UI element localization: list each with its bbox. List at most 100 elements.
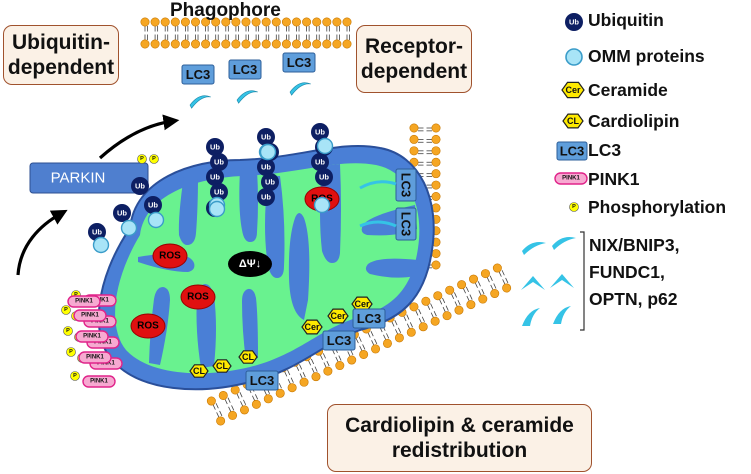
phosphate (149, 154, 159, 164)
lipid-head (230, 385, 240, 395)
omm-protein (316, 137, 334, 155)
lc3-label: LC3 (233, 62, 258, 77)
lipid-head (231, 17, 241, 27)
ubiquitin-label: Ub (92, 228, 102, 237)
lipid-head (241, 17, 251, 27)
legend-receptor-icon (550, 274, 574, 288)
lipid-head (454, 305, 464, 315)
lipid-head (201, 17, 211, 27)
lipid-head (261, 39, 271, 49)
ubiquitin-dependent-line2: dependent (7, 56, 115, 79)
receptor-link-1 (359, 180, 397, 190)
lc3-label: LC3 (560, 144, 585, 159)
lipid-head (312, 17, 322, 27)
parkin (29, 162, 149, 194)
pink1-protein (73, 309, 107, 322)
lipid-head (150, 39, 160, 49)
cardiolipin-2-label: CL (216, 361, 228, 371)
lc3-bottom-2 (352, 308, 386, 329)
lipid-head (251, 399, 261, 409)
lipid-head (211, 17, 221, 27)
lipid-head (431, 249, 441, 259)
lipid-head (302, 17, 312, 27)
lipid-head (409, 146, 419, 156)
legend-ubiquitin-label: Ubiquitin (588, 10, 664, 30)
lipid-head (271, 17, 281, 27)
lipid-head (418, 322, 428, 332)
lipid-head (291, 39, 301, 49)
ubiquitin-label: Ub (315, 158, 325, 167)
pink1-label: PINK1 (83, 334, 101, 340)
ubiquitin (315, 168, 333, 186)
phosphate (137, 154, 147, 164)
lipid-head (170, 39, 180, 49)
lc3-label: LC3 (287, 55, 312, 70)
phosphate (569, 202, 579, 212)
lipid-head (281, 17, 291, 27)
ubiquitin (261, 173, 279, 191)
ubiquitin-label: Ub (148, 201, 158, 210)
lipid-head (431, 260, 441, 270)
receptor-chain-3 (289, 82, 311, 96)
ubiquitin (88, 223, 106, 241)
phosphate-label: P (140, 156, 144, 162)
lipid-head (211, 39, 221, 49)
lipid-head (457, 280, 467, 290)
ros-label: ROS (187, 292, 209, 303)
pink1-protein (78, 351, 112, 364)
lipid-head (347, 355, 357, 365)
lipid-head (323, 366, 333, 376)
ceramide-1 (301, 319, 323, 335)
lc3-top-1 (181, 64, 215, 85)
phosphate-label: P (69, 349, 73, 355)
pink1-label: PINK1 (562, 176, 580, 182)
legend-ceramide-icon-label: Cer (565, 85, 581, 95)
lipid-head (263, 394, 273, 404)
lipid-head (228, 410, 238, 420)
ros (130, 313, 166, 339)
lipid-head (299, 377, 309, 387)
receptor-dependent-box: Receptor-dependent (356, 25, 472, 93)
phagophore-title: Phagophore (170, 0, 281, 21)
legend-receptor-icon (522, 242, 546, 255)
lipid-head (271, 39, 281, 49)
ubiquitin-label: Ub (265, 178, 275, 187)
receptor-line-1: NIX/BNIP3, (589, 235, 680, 255)
receptor-link-2 (359, 220, 397, 228)
ros (180, 284, 216, 310)
ubiquitin (257, 128, 275, 146)
legend-ceramide-label: Ceramide (588, 80, 668, 100)
phosphate (70, 371, 80, 381)
lipid-head (371, 344, 381, 354)
receptor-line-2: FUNDC1, (589, 262, 665, 282)
lipid-head (469, 274, 479, 284)
lipid-head (442, 311, 452, 321)
lipid-head (218, 390, 228, 400)
ubiquitin-label: Ub (319, 173, 329, 182)
ubiquitin-dependent-line1: Ubiquitin- (12, 31, 110, 54)
legend-lc3-label: LC3 (588, 140, 622, 160)
ubiquitin-label: Ub (261, 163, 271, 172)
legend-lc3-icon (556, 141, 588, 161)
lc3-label: LC3 (357, 311, 382, 326)
lipid-head (251, 17, 261, 27)
ceramide-2 (327, 308, 349, 324)
ubiquitin-label: Ub (261, 133, 271, 142)
ubiquitin (210, 183, 228, 201)
lipid-head (281, 39, 291, 49)
ubiquitin-label: Ub (261, 193, 271, 202)
ros (152, 243, 188, 269)
cardiolipin-3 (238, 350, 258, 364)
lc3-right-1 (395, 168, 417, 202)
lipid-head (241, 39, 251, 49)
receptor-dependent-line2: dependent (360, 60, 468, 83)
lipid-head (430, 316, 440, 326)
omm-protein (208, 200, 226, 218)
ceramide-1-label: Cer (304, 322, 320, 332)
lc3-bottom-3 (245, 370, 279, 391)
ubiquitin-label: Ub (135, 182, 145, 191)
lc3-right-2 (395, 207, 417, 241)
lipid-head (311, 372, 321, 382)
omm-protein (120, 219, 138, 237)
